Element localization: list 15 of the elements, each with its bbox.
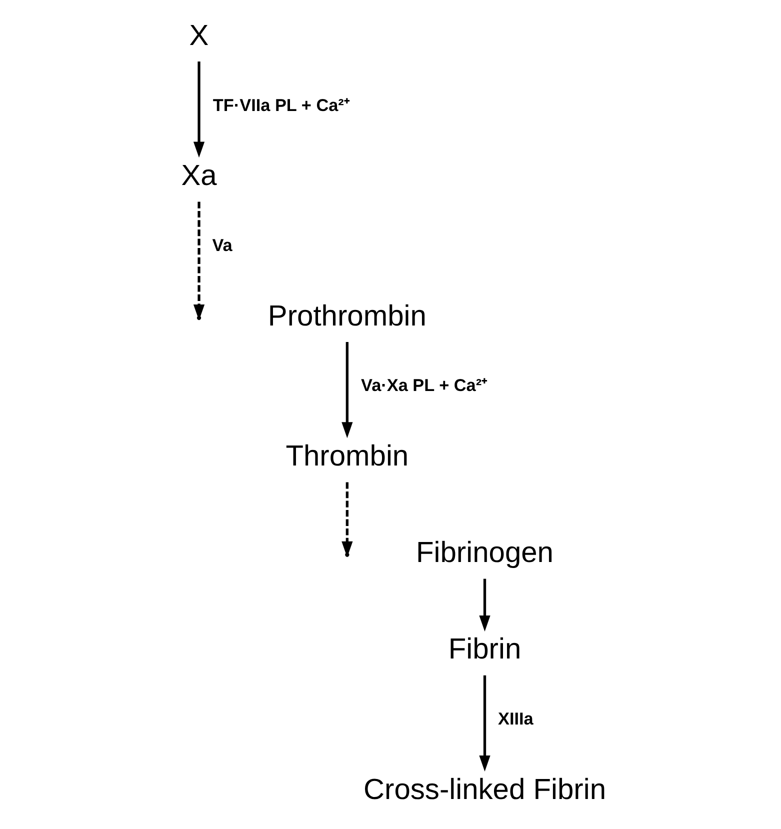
edge-label: Va [212,234,232,255]
arrow [479,675,490,772]
node-text: Xa [181,160,217,192]
node-text: Thrombin [286,440,409,473]
node-text: Fibrinogen [416,537,554,570]
node-text: X [189,20,209,52]
arrow [193,62,205,158]
edge-label: Va·Xa PL + Ca²⁺ [361,375,488,396]
node-text: Prothrombin [268,300,426,332]
arrow [342,342,353,438]
node-text: Fibrin [448,634,522,666]
node-text: Cross-linked Fibrin [364,774,606,806]
edge-label: XIIIa [498,708,534,729]
arrow [479,578,490,632]
edge-label: TF·VIIa PL + Ca²⁺ [212,94,350,115]
